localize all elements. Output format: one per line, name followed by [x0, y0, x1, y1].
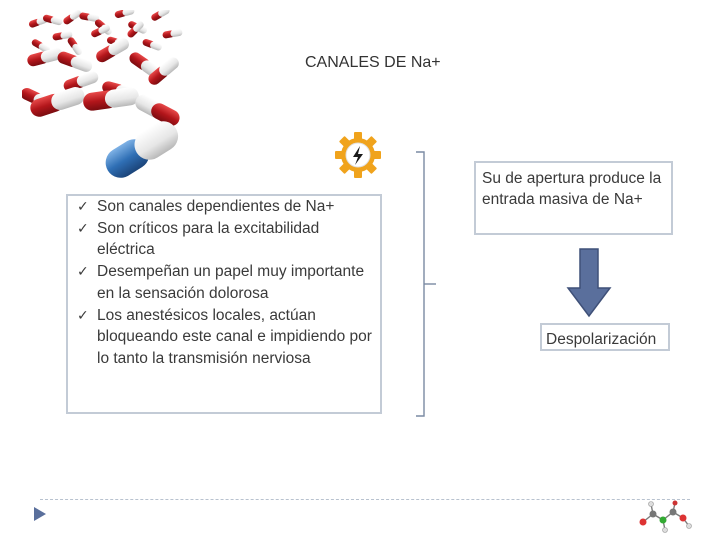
bullet-list-box: ✓ Son canales dependientes de Na+ ✓ Son cr…	[66, 194, 382, 414]
pills-image	[22, 10, 183, 178]
list-item-text: Desempeñan un papel muy importante en la…	[97, 263, 365, 302]
opening-effect-box: Su de apertura produce la entrada masiva…	[474, 161, 673, 235]
list-item: ✓ Los anestésicos locales, actúan bloquea…	[72, 305, 380, 370]
bullet-list: ✓ Son canales dependientes de Na+ ✓ Son cr…	[68, 196, 380, 370]
play-triangle-icon	[34, 507, 46, 521]
list-item-text: Son canales dependientes de Na+	[97, 198, 335, 215]
list-item: ✓ Desempeñan un papel muy importante en l…	[72, 261, 380, 304]
bracket-connector	[416, 151, 436, 417]
check-icon: ✓	[77, 306, 89, 323]
gear-lightning-icon	[335, 132, 381, 178]
check-icon: ✓	[77, 219, 89, 236]
depolarization-box: Despolarización	[540, 323, 670, 351]
down-arrow-icon	[566, 248, 612, 318]
list-item: ✓ Son canales dependientes de Na+	[72, 196, 380, 218]
molecule-icon	[639, 500, 692, 533]
slide-title: CANALES DE Na+	[305, 54, 441, 71]
check-icon: ✓	[77, 198, 89, 214]
check-icon: ✓	[77, 263, 89, 280]
list-item-text: Los anestésicos locales, actúan bloquean…	[97, 306, 372, 367]
list-item-text: Son críticos para la excitabilidad eléct…	[97, 219, 320, 259]
footer-divider	[40, 499, 690, 500]
list-item: ✓ Son críticos para la excitabilidad eléc…	[72, 218, 380, 261]
